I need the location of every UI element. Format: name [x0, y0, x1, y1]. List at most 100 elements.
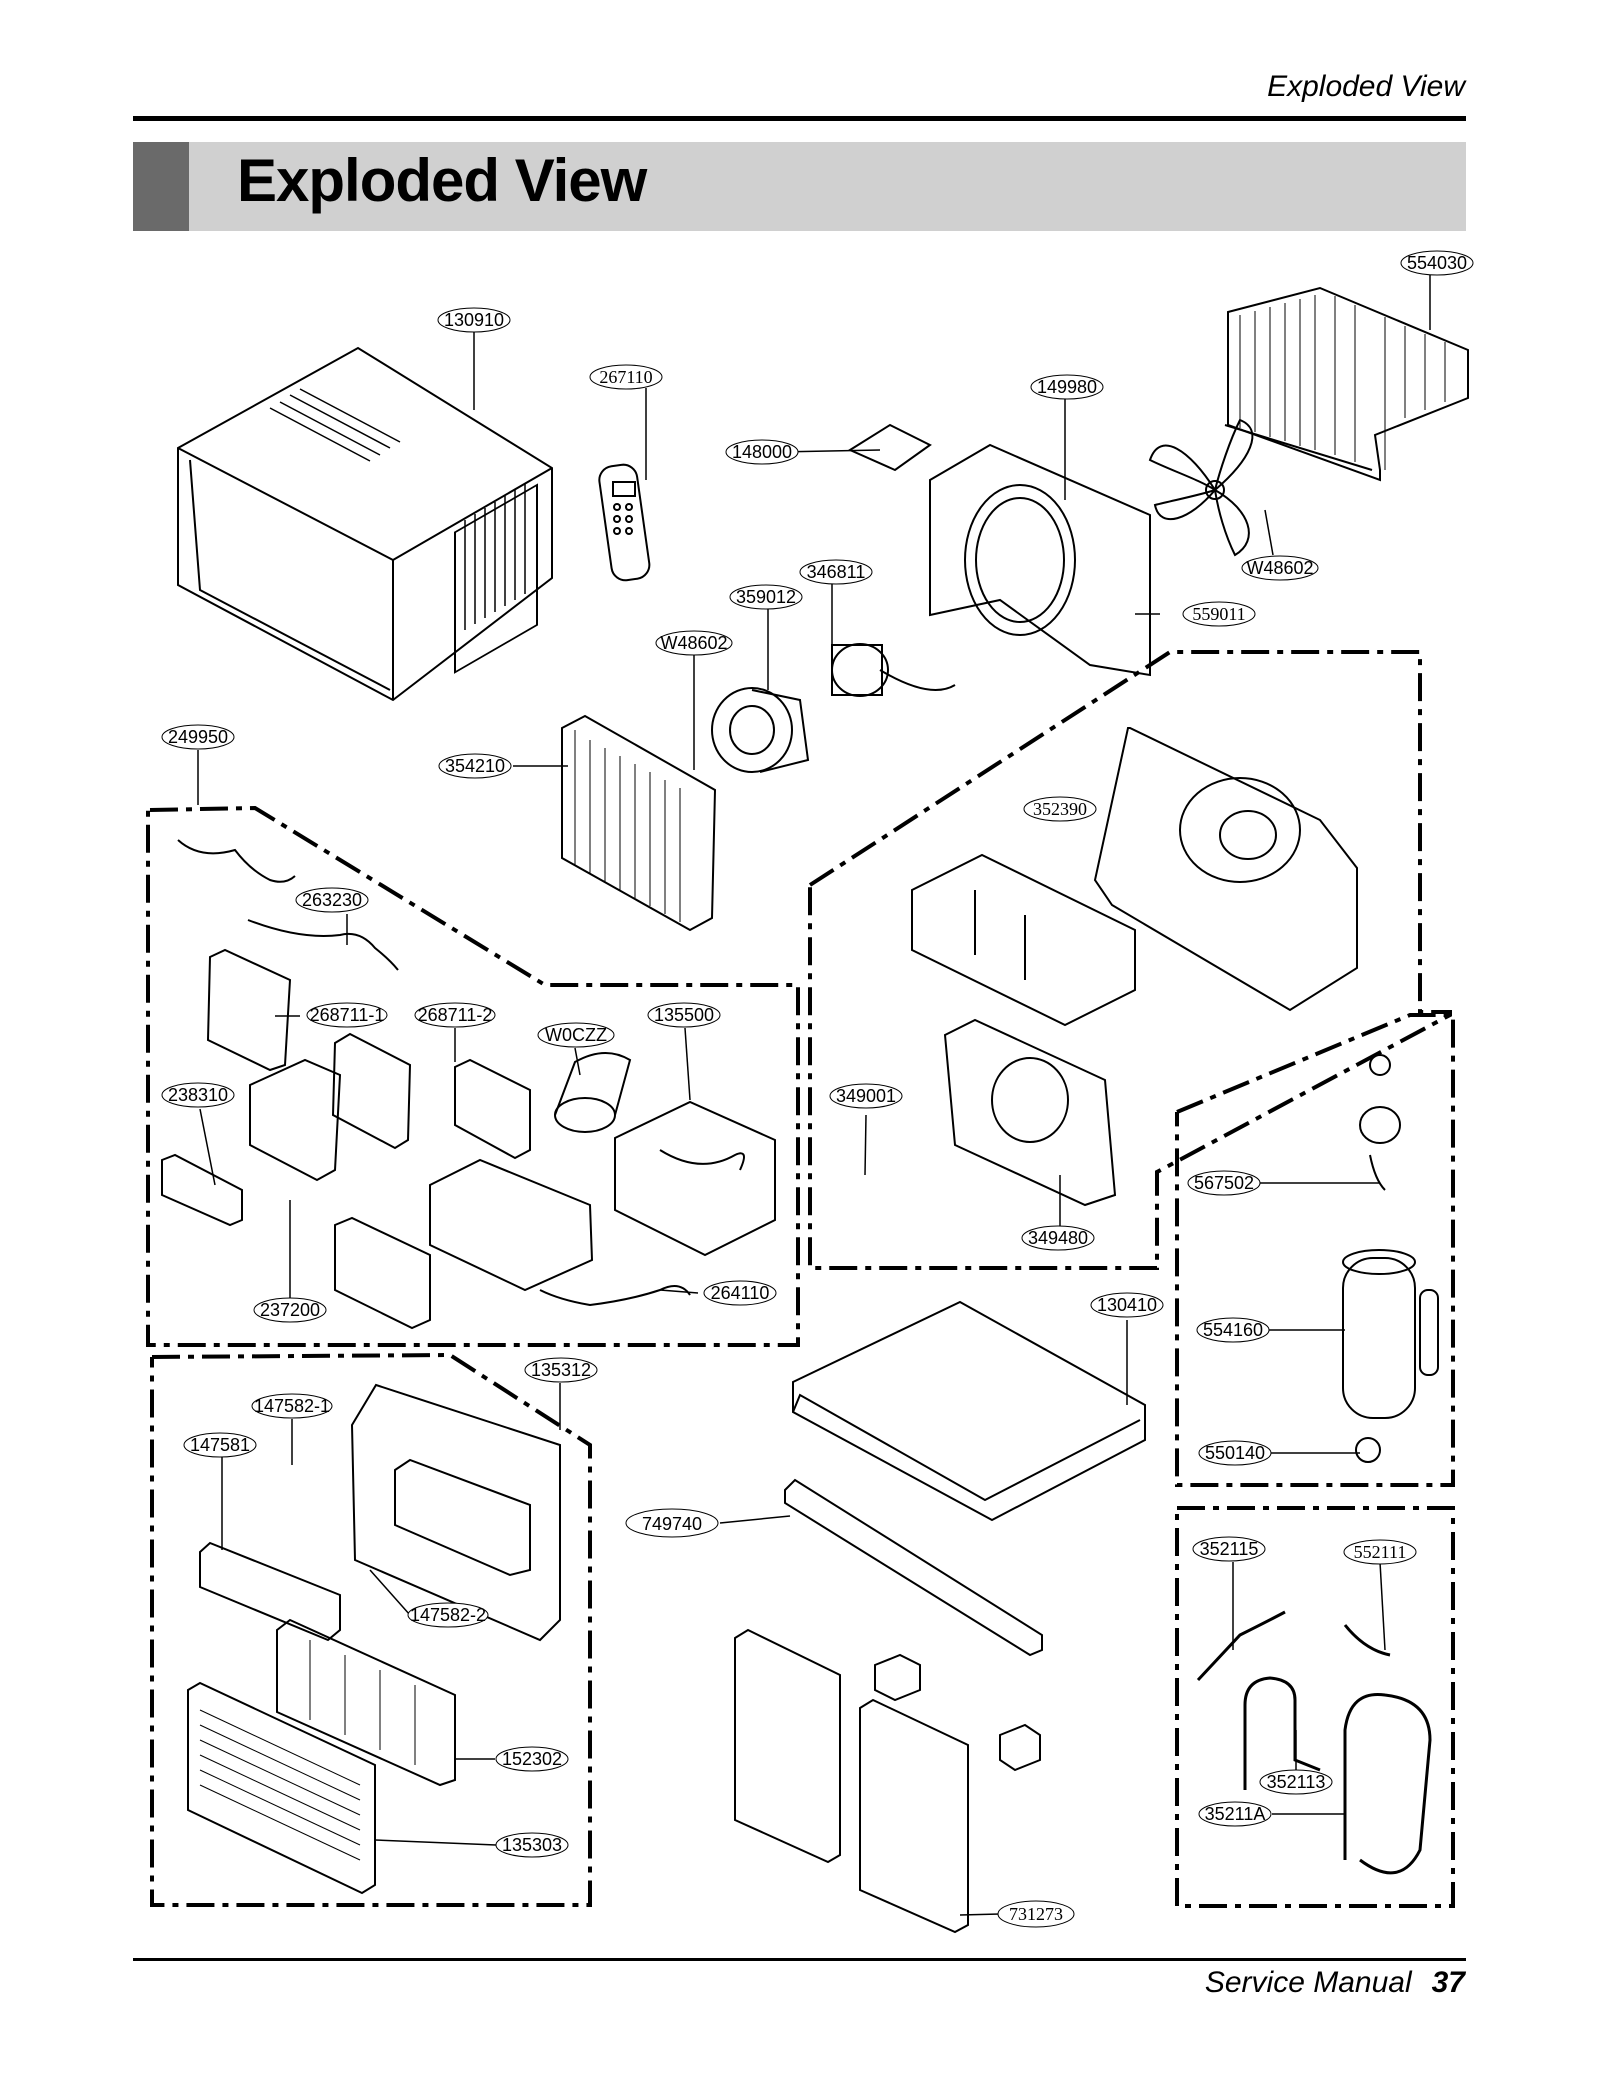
svg-text:148000: 148000 [732, 442, 792, 462]
display-panel-drawing [161, 1058, 431, 1330]
part-label-263230: 263230 [295, 887, 369, 913]
part-label-349001: 349001 [829, 1083, 903, 1109]
part-label-135500: 135500 [647, 1002, 721, 1028]
page-title: Exploded View [237, 147, 647, 214]
blower-housing-drawing [1093, 727, 1358, 1012]
svg-text:349480: 349480 [1028, 1228, 1088, 1248]
remote-drawing [598, 463, 651, 582]
svg-text:147581: 147581 [190, 1435, 250, 1455]
svg-text:W48602: W48602 [660, 633, 727, 653]
svg-text:W48602: W48602 [1246, 558, 1313, 578]
svg-text:352115: 352115 [1200, 1539, 1259, 1559]
thermistor-drawing [247, 919, 399, 971]
svg-text:35211A: 35211A [1205, 1804, 1266, 1824]
part-label-554160: 554160 [1196, 1317, 1270, 1343]
louver-drawing [199, 1541, 341, 1642]
svg-text:349001: 349001 [836, 1086, 896, 1106]
page-number: 37 [1431, 1966, 1465, 1999]
svg-text:354210: 354210 [445, 756, 505, 776]
blower-wheel-drawing [711, 687, 810, 773]
piping-drawing [1196, 1610, 1432, 1875]
svg-text:559011: 559011 [1192, 604, 1245, 624]
svg-text:554030: 554030 [1407, 253, 1467, 273]
part-label-130910: 130910 [437, 307, 511, 333]
part-labels: 554030 130910 267110 149980 148000 34681… [161, 250, 1474, 1928]
title-tab [133, 142, 189, 231]
orifice-plate-drawing [943, 1018, 1117, 1207]
part-label-268711-1: 268711-1 [306, 1002, 388, 1028]
part-label-149980: 149980 [1030, 374, 1104, 400]
part-label-249950: 249950 [161, 724, 235, 750]
part-label-148000: 148000 [725, 439, 799, 465]
part-label-550140: 550140 [1198, 1440, 1272, 1466]
svg-text:135500: 135500 [654, 1005, 714, 1025]
cabinet-drawing [177, 346, 553, 702]
group-frame-front-grille [150, 1352, 592, 1907]
part-label-352390: 352390 [1023, 796, 1097, 822]
title-band [133, 142, 1466, 231]
svg-text:550140: 550140 [1205, 1443, 1265, 1463]
part-label-152302: 152302 [495, 1746, 569, 1772]
footer-manual-title: Service Manual [1204, 1966, 1412, 1999]
footer-rule [133, 1958, 1466, 1961]
svg-text:359012: 359012 [736, 587, 796, 607]
part-label-559011: 559011 [1182, 601, 1256, 627]
part-label-237200: 237200 [253, 1297, 327, 1323]
control-box-drawing [429, 1100, 776, 1292]
part-label-354210: 354210 [438, 753, 512, 779]
overload-protector-drawing [1359, 1054, 1401, 1191]
running-header: Exploded View [1267, 70, 1465, 103]
svg-text:567502: 567502 [1194, 1173, 1254, 1193]
svg-text:147582-1: 147582-1 [254, 1396, 330, 1416]
group-frame-electrical [146, 805, 800, 1347]
svg-text:147582-2: 147582-2 [410, 1605, 486, 1625]
part-label-35211A: 35211A [1198, 1801, 1272, 1827]
part-label-W48602-a: W48602 [1241, 555, 1319, 581]
capacitor-drawing [554, 1052, 632, 1133]
front-grille-drawing [350, 1383, 561, 1642]
part-label-238310: 238310 [161, 1082, 235, 1108]
svg-text:352113: 352113 [1267, 1772, 1326, 1792]
svg-text:135303: 135303 [502, 1835, 562, 1855]
svg-text:263230: 263230 [302, 890, 362, 910]
part-label-147582-2: 147582-2 [407, 1602, 489, 1628]
part-label-135312: 135312 [524, 1357, 598, 1383]
svg-text:268711-2: 268711-2 [418, 1005, 493, 1025]
svg-text:267110: 267110 [599, 367, 652, 387]
part-label-267110: 267110 [589, 364, 663, 390]
svg-text:149980: 149980 [1037, 377, 1097, 397]
shroud-drawing [847, 423, 1151, 677]
control-pcb-drawing [206, 948, 531, 1160]
part-label-359012: 359012 [729, 584, 803, 610]
part-label-W48602-b: W48602 [655, 630, 733, 656]
svg-text:731273: 731273 [1009, 1904, 1063, 1924]
front-panel-drawing [187, 1681, 376, 1895]
base-pan-drawing [792, 1300, 1146, 1522]
svg-text:237200: 237200 [260, 1300, 320, 1320]
part-label-147581: 147581 [183, 1432, 257, 1458]
condenser-coil-drawing [1224, 286, 1469, 482]
svg-text:264110: 264110 [711, 1283, 770, 1303]
part-label-567502: 567502 [1187, 1170, 1261, 1196]
group-frame-compressor [1175, 1013, 1455, 1487]
svg-text:749740: 749740 [642, 1514, 702, 1534]
condenser-fan-drawing [1148, 418, 1254, 557]
side-curtain-drawing [734, 1628, 1041, 1934]
part-label-349480: 349480 [1021, 1225, 1095, 1251]
part-label-731273: 731273 [997, 1900, 1075, 1928]
part-label-346811: 346811 [799, 559, 873, 585]
part-label-552111: 552111 [1343, 1539, 1417, 1565]
wire-harness-drawing [539, 1149, 745, 1307]
filter-drawing [276, 1618, 456, 1787]
svg-text:249950: 249950 [168, 727, 228, 747]
part-label-264110: 264110 [703, 1280, 777, 1306]
svg-text:352390: 352390 [1033, 799, 1087, 819]
part-label-147582-1: 147582-1 [251, 1393, 333, 1419]
part-label-352113: 352113 [1259, 1769, 1333, 1795]
svg-text:130910: 130910 [444, 310, 504, 330]
svg-text:152302: 152302 [502, 1749, 562, 1769]
sensor-wire-drawing [177, 839, 296, 883]
part-label-352115: 352115 [1192, 1536, 1266, 1562]
part-label-135303: 135303 [495, 1832, 569, 1858]
